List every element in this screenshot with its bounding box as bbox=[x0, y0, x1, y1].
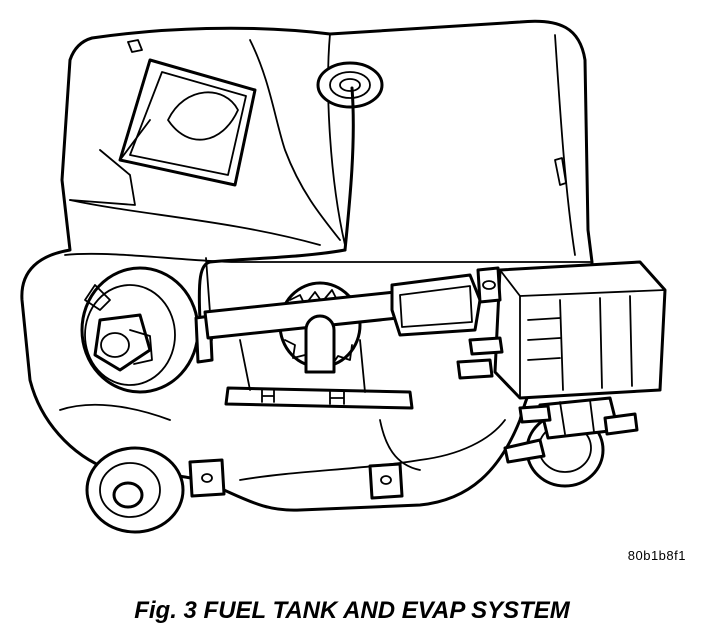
canister-purge-valve bbox=[390, 266, 504, 380]
strap-bracket-center bbox=[368, 462, 404, 500]
tank-top-tab bbox=[127, 39, 143, 53]
figure-reference-code: 80b1b8f1 bbox=[627, 548, 686, 563]
tank-strap-right bbox=[554, 157, 567, 186]
fuel-tank-body bbox=[20, 19, 594, 512]
rollover-valve-grommet bbox=[316, 61, 384, 109]
heat-shield-plate bbox=[118, 58, 257, 187]
figure-caption: Fig. 3 FUEL TANK AND EVAP SYSTEM bbox=[134, 597, 570, 624]
evap-canister bbox=[493, 260, 667, 400]
leak-detection-pump bbox=[503, 396, 639, 488]
strap-bracket-left bbox=[188, 458, 226, 498]
filler-tube-stub bbox=[85, 446, 185, 534]
mounting-bracket bbox=[224, 339, 414, 410]
fuel-pump-module bbox=[80, 266, 200, 394]
